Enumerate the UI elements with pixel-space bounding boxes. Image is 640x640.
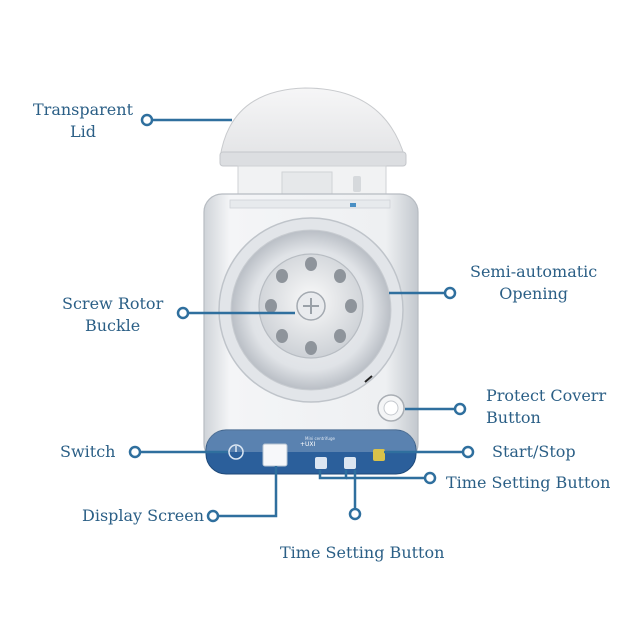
label-line: Protect Coverr: [486, 386, 607, 405]
label-line: Lid: [70, 122, 96, 141]
brand-logo: +UXI: [300, 441, 316, 448]
label-line: Time Setting Button: [446, 473, 611, 492]
model-text: Mini centrifuge: [305, 436, 335, 441]
label-line: Button: [486, 408, 541, 427]
protect-cover-button-drawing: [364, 375, 405, 422]
callout-dots: [128, 113, 475, 523]
callout-lines: [135, 118, 468, 518]
label-time-setting-button-right: Time Setting Button: [446, 472, 610, 494]
label-line: Screw Rotor: [62, 294, 164, 313]
rotor-chamber: [218, 217, 404, 403]
label-transparent-lid: Transparent Lid: [33, 99, 133, 143]
label-start-stop: Start/Stop: [492, 441, 576, 463]
label-line: Transparent: [33, 100, 134, 119]
label-time-setting-button-bottom: Time Setting Button: [280, 542, 444, 564]
label-semi-automatic-opening: Semi-automatic Opening: [470, 261, 597, 305]
label-line: Start/Stop: [492, 442, 576, 461]
label-line: Time Setting Button: [280, 543, 445, 562]
label-protect-cover-button: Protect Coverr Button: [486, 385, 606, 429]
label-switch: Switch: [60, 441, 115, 463]
label-display-screen: Display Screen: [82, 505, 204, 527]
label-line: Switch: [60, 442, 116, 461]
transparent-lid-drawing: [219, 87, 407, 205]
control-panel: [205, 429, 417, 475]
label-line: Semi-automatic: [470, 262, 598, 281]
label-screw-rotor-buckle: Screw Rotor Buckle: [62, 293, 163, 337]
label-line: Buckle: [84, 316, 141, 335]
label-line: Opening: [499, 284, 569, 303]
label-line: Display Screen: [82, 506, 204, 525]
